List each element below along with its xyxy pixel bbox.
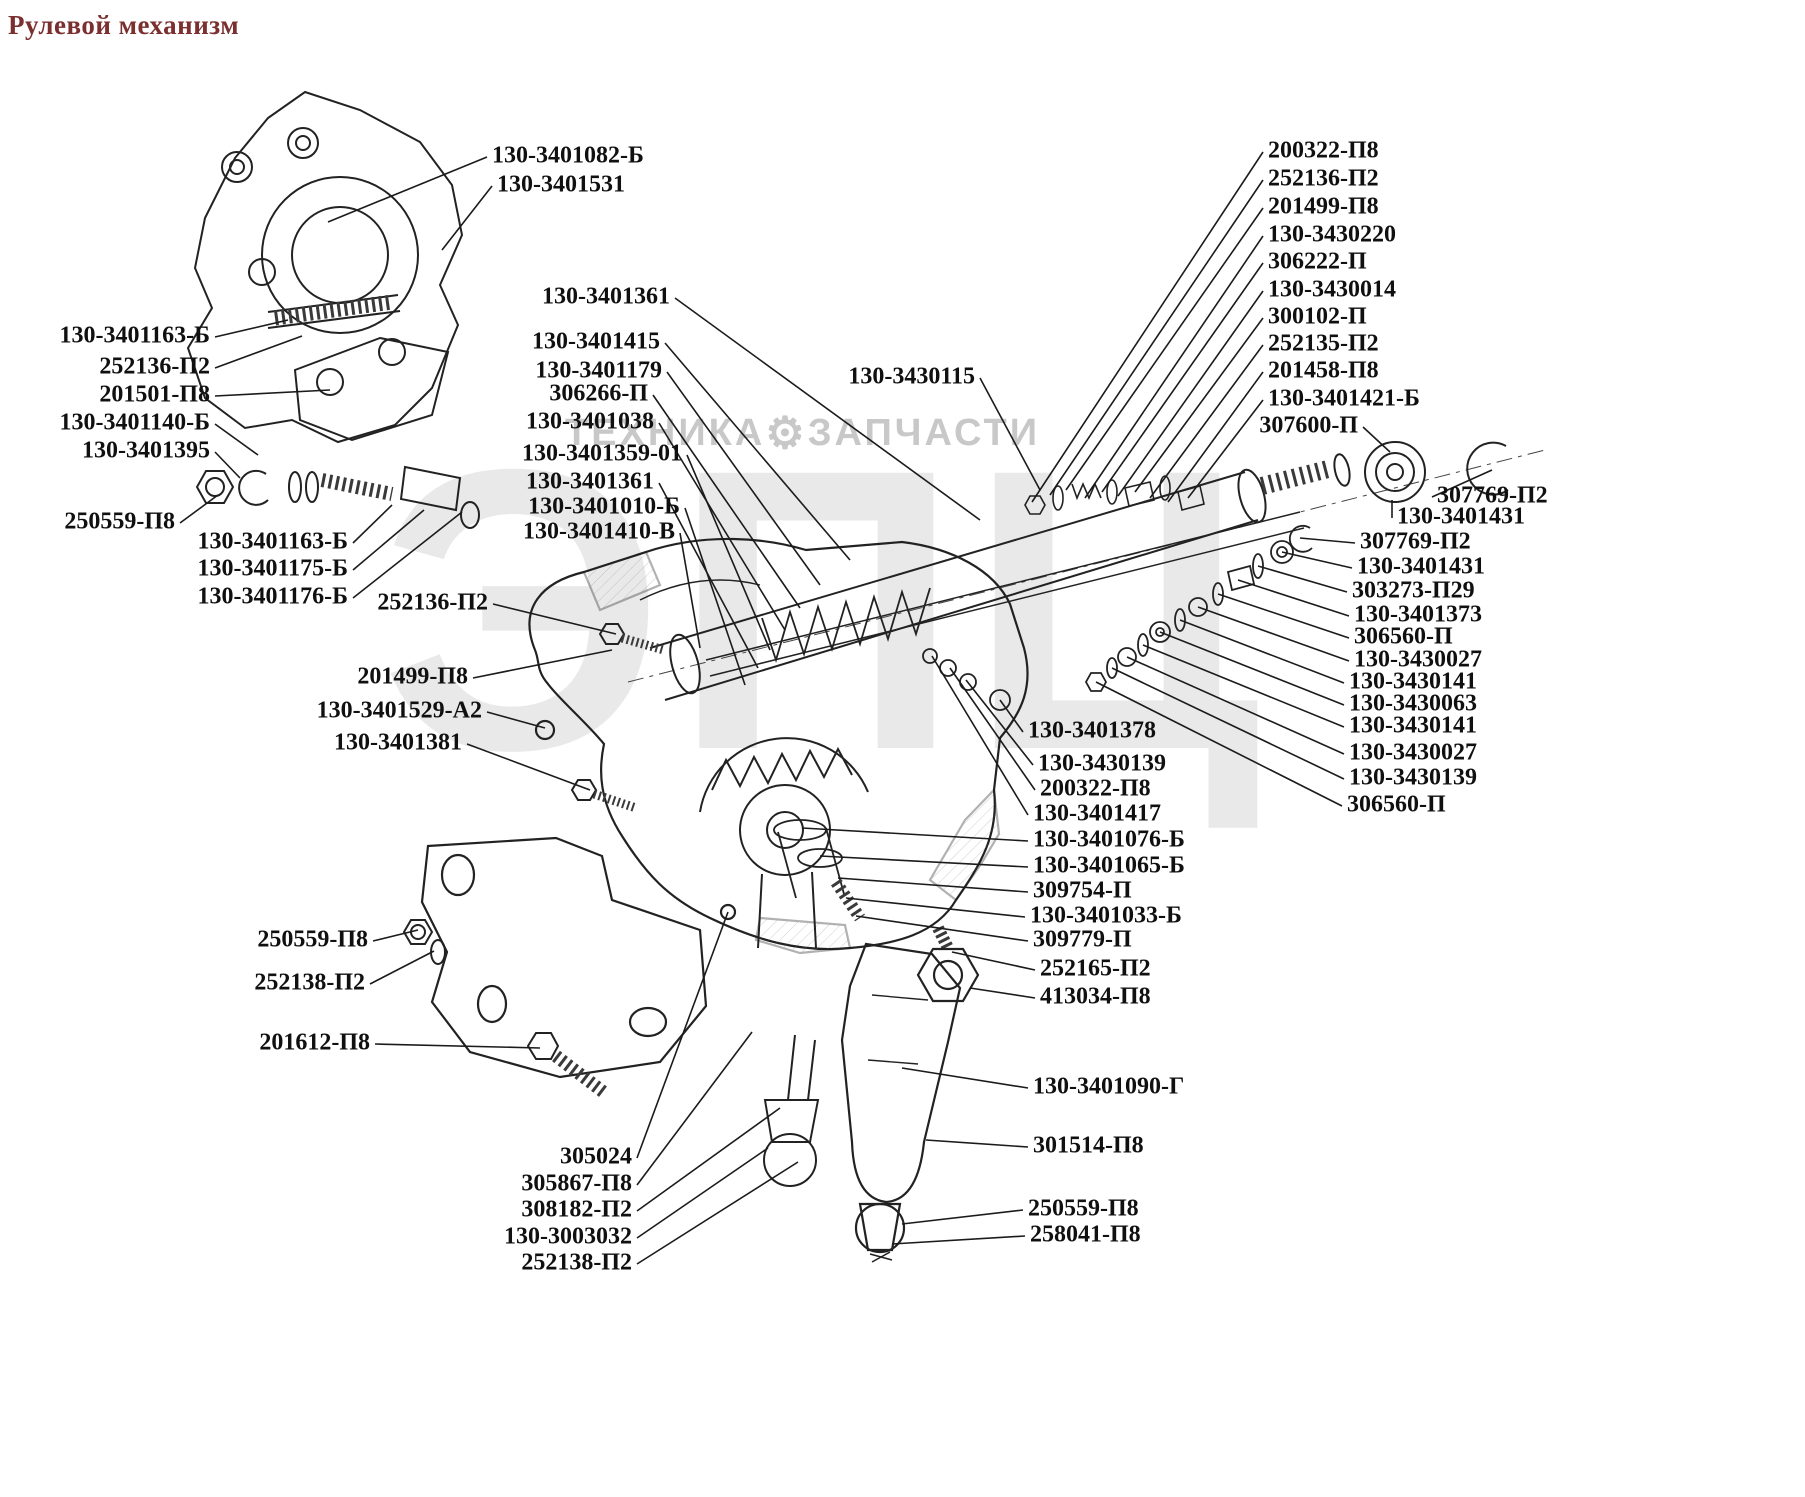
leader-line: [949, 667, 1036, 791]
adjusting-screw-parts: [195, 465, 480, 529]
watermark-logo: ЭПЦ: [380, 386, 1269, 833]
leader-line: [969, 987, 1036, 999]
leader-line: [1084, 235, 1264, 499]
snap-ring: [1466, 441, 1509, 496]
leader-line: [891, 1235, 1026, 1245]
pitman-arm: [840, 925, 980, 1263]
leader-line: [1117, 290, 1264, 497]
leader-line: [636, 1107, 781, 1212]
leader-line: [466, 743, 591, 791]
steering-column-tube: [649, 468, 1305, 701]
leader-line: [214, 451, 241, 479]
leader-line: [369, 950, 435, 985]
leader-line: [819, 855, 1029, 868]
leader-line: [658, 422, 786, 631]
leader-line: [801, 827, 1029, 842]
ball-bearing: [1364, 441, 1426, 503]
leader-line: [214, 389, 331, 397]
leader-line: [352, 511, 463, 599]
leader-line: [1217, 593, 1350, 639]
steering-gear-housing: [528, 537, 1029, 955]
leader-line: [664, 342, 851, 561]
leader-line: [1237, 579, 1350, 617]
leader-line: [327, 156, 488, 223]
leader-line: [1134, 317, 1264, 493]
page-title: Рулевой механизм: [8, 10, 240, 40]
leader-line: [925, 1139, 1029, 1148]
leader-line: [674, 297, 981, 521]
leader-line: [636, 1147, 769, 1239]
leader-line: [636, 911, 729, 1159]
sector-shaft-lower-parts: [773, 819, 865, 922]
arm-ball-stud: [854, 1202, 906, 1254]
leader-line: [931, 655, 1029, 816]
leader-line: [845, 897, 1026, 918]
leader-line: [1187, 399, 1264, 499]
shaft-end-parts: [1259, 441, 1509, 503]
leader-line: [965, 679, 1034, 766]
leader-line: [951, 951, 1036, 971]
leader-line: [686, 454, 771, 651]
leader-line: [1167, 371, 1264, 503]
leader-line: [855, 915, 1029, 942]
leader-line: [1149, 344, 1264, 499]
leader-line: [1179, 619, 1345, 684]
gear-icon: ⚙: [765, 409, 808, 458]
leader-line: [1095, 681, 1343, 807]
worm-shaft: [761, 587, 931, 664]
lower-column-parts: [1084, 524, 1313, 692]
leader-line: [1159, 631, 1345, 706]
ball-joint-lower: [763, 1034, 820, 1187]
leader-line: [1299, 537, 1356, 544]
leader-line: [636, 1031, 753, 1186]
leader-line: [1049, 179, 1264, 496]
leader-line: [684, 507, 746, 686]
leader-line: [486, 711, 546, 729]
leader-line: [652, 394, 801, 609]
leader-line: [1142, 644, 1345, 728]
arm-nut: [916, 947, 980, 1003]
leader-line: [679, 532, 701, 649]
column-axis-line: [627, 449, 1546, 683]
mounting-bracket: [420, 836, 708, 1079]
leader-line: [979, 377, 1041, 491]
leader-line: [1281, 551, 1353, 569]
leader-line: [374, 1043, 541, 1049]
leader-line: [352, 509, 425, 571]
leader-line: [214, 335, 303, 369]
leader-line: [1362, 426, 1391, 453]
leader-line: [214, 319, 289, 338]
leader-line: [837, 877, 1029, 893]
leader-line: [472, 649, 613, 679]
leader-line: [492, 603, 617, 635]
leader-line: [1126, 656, 1345, 755]
watermark-text-right: ЗАПЧАСТИ: [807, 412, 1041, 454]
leader-line: [666, 371, 821, 586]
leader-line: [1111, 667, 1345, 780]
leader-line: [352, 504, 393, 544]
leader-line: [372, 929, 419, 942]
leader-line: [1065, 207, 1264, 491]
leader-line: [1431, 469, 1493, 498]
leader-line: [636, 1161, 799, 1265]
leader-line: [1101, 262, 1264, 493]
leader-line: [441, 185, 493, 251]
leader-line: [901, 1209, 1024, 1225]
leader-line: [1257, 565, 1348, 593]
leader-line: [179, 494, 219, 524]
side-cover-assembly: [186, 90, 464, 444]
leader-line: [999, 699, 1024, 733]
leader-line: [1197, 606, 1350, 662]
leader-line: [1031, 151, 1264, 503]
leader-line: [214, 423, 259, 456]
housing-bolts: [570, 623, 666, 813]
leader-line: [901, 1067, 1029, 1089]
